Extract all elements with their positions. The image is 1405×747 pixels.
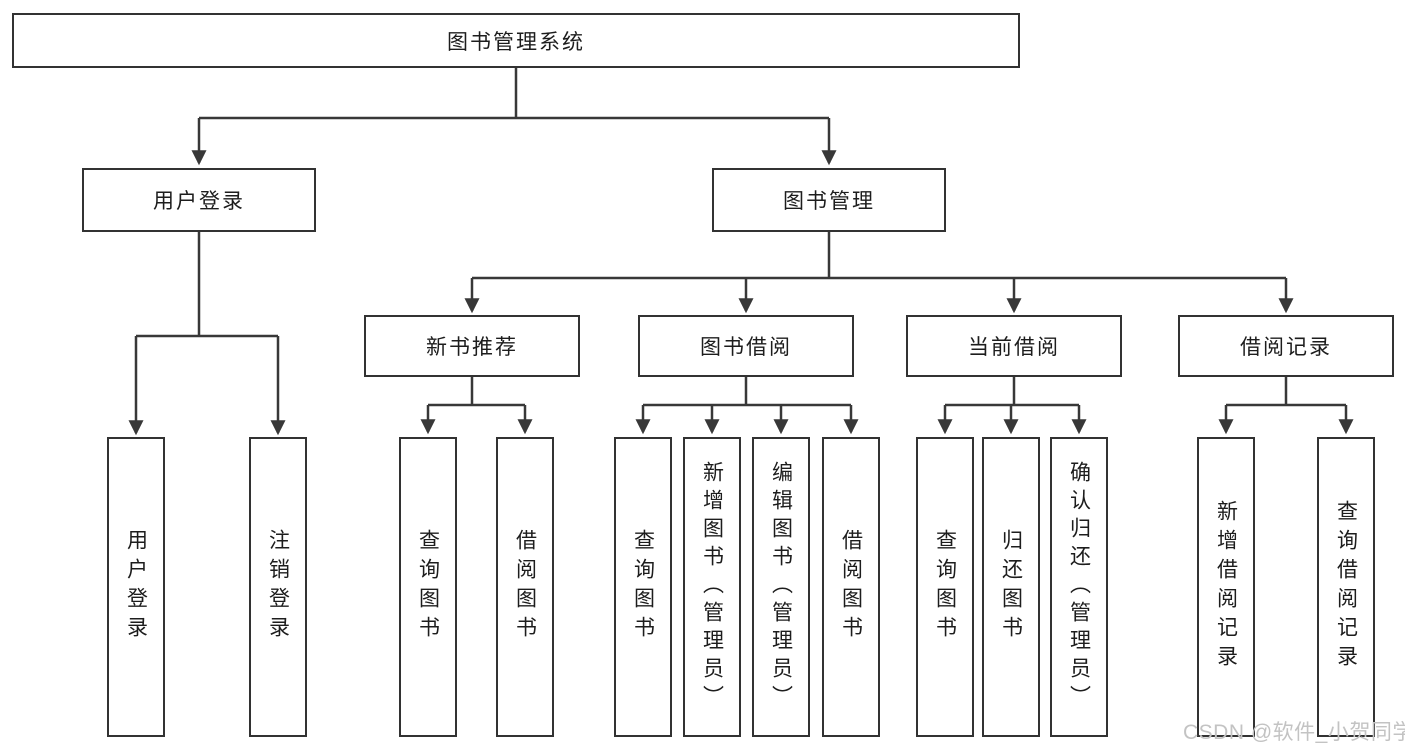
leaf-return-books: 归还图书 xyxy=(982,437,1040,737)
connector-book-management-trunk xyxy=(472,232,1286,280)
node-library-system: 图书管理系统 xyxy=(12,13,1020,68)
node-label: 用户登录 xyxy=(153,190,245,213)
node-label: 借阅图书 xyxy=(513,529,537,645)
leaf-logout: 注销登录 xyxy=(249,437,307,737)
node-label: 新增图书（管理员） xyxy=(700,461,724,713)
node-label: 查询图书 xyxy=(933,529,957,645)
node-label: 编辑图书（管理员） xyxy=(769,461,793,713)
leaf-current-query-books: 查询图书 xyxy=(916,437,974,737)
csdn-watermark: CSDN @软件_小贺同学 xyxy=(1183,721,1405,744)
node-label: 借阅图书 xyxy=(839,529,863,645)
node-borrow-records: 借阅记录 xyxy=(1178,315,1394,377)
leaf-user-login: 用户登录 xyxy=(107,437,165,737)
node-label: 图书管理系统 xyxy=(447,30,585,54)
node-label: 当前借阅 xyxy=(968,336,1060,359)
node-book-borrow: 图书借阅 xyxy=(638,315,854,377)
node-label: 用户登录 xyxy=(124,529,148,645)
node-label: 查询图书 xyxy=(631,529,655,645)
connector-book-borrow-trunk xyxy=(643,377,851,407)
connector-root-trunk xyxy=(199,68,829,120)
connector-user-login-trunk xyxy=(136,232,278,338)
node-user-login: 用户登录 xyxy=(82,168,316,232)
node-label: 新增借阅记录 xyxy=(1214,500,1238,674)
node-label: 归还图书 xyxy=(999,529,1023,645)
leaf-borrow-query-books: 查询图书 xyxy=(614,437,672,737)
connector-borrow-records-trunk xyxy=(1226,377,1346,407)
leaf-add-books-admin: 新增图书（管理员） xyxy=(683,437,741,737)
node-label: 图书管理 xyxy=(783,190,875,213)
connector-current-borrow-trunk xyxy=(945,377,1079,407)
connector-new-book-recommend-trunk xyxy=(428,377,525,407)
node-label: 新书推荐 xyxy=(426,336,518,359)
leaf-add-borrow-record: 新增借阅记录 xyxy=(1197,437,1255,737)
leaf-borrow-books: 借阅图书 xyxy=(822,437,880,737)
leaf-confirm-return-admin: 确认归还（管理员） xyxy=(1050,437,1108,737)
leaf-recommend-query-books: 查询图书 xyxy=(399,437,457,737)
node-label: 查询图书 xyxy=(416,529,440,645)
node-book-management: 图书管理 xyxy=(712,168,946,232)
node-label: 查询借阅记录 xyxy=(1334,500,1358,674)
leaf-recommend-borrow-books: 借阅图书 xyxy=(496,437,554,737)
leaf-query-borrow-record: 查询借阅记录 xyxy=(1317,437,1375,737)
node-label: 图书借阅 xyxy=(700,336,792,359)
node-label: 借阅记录 xyxy=(1240,336,1332,359)
node-new-book-recommend: 新书推荐 xyxy=(364,315,580,377)
node-current-borrow: 当前借阅 xyxy=(906,315,1122,377)
node-label: 注销登录 xyxy=(266,529,290,645)
node-label: 确认归还（管理员） xyxy=(1067,461,1091,713)
leaf-edit-books-admin: 编辑图书（管理员） xyxy=(752,437,810,737)
